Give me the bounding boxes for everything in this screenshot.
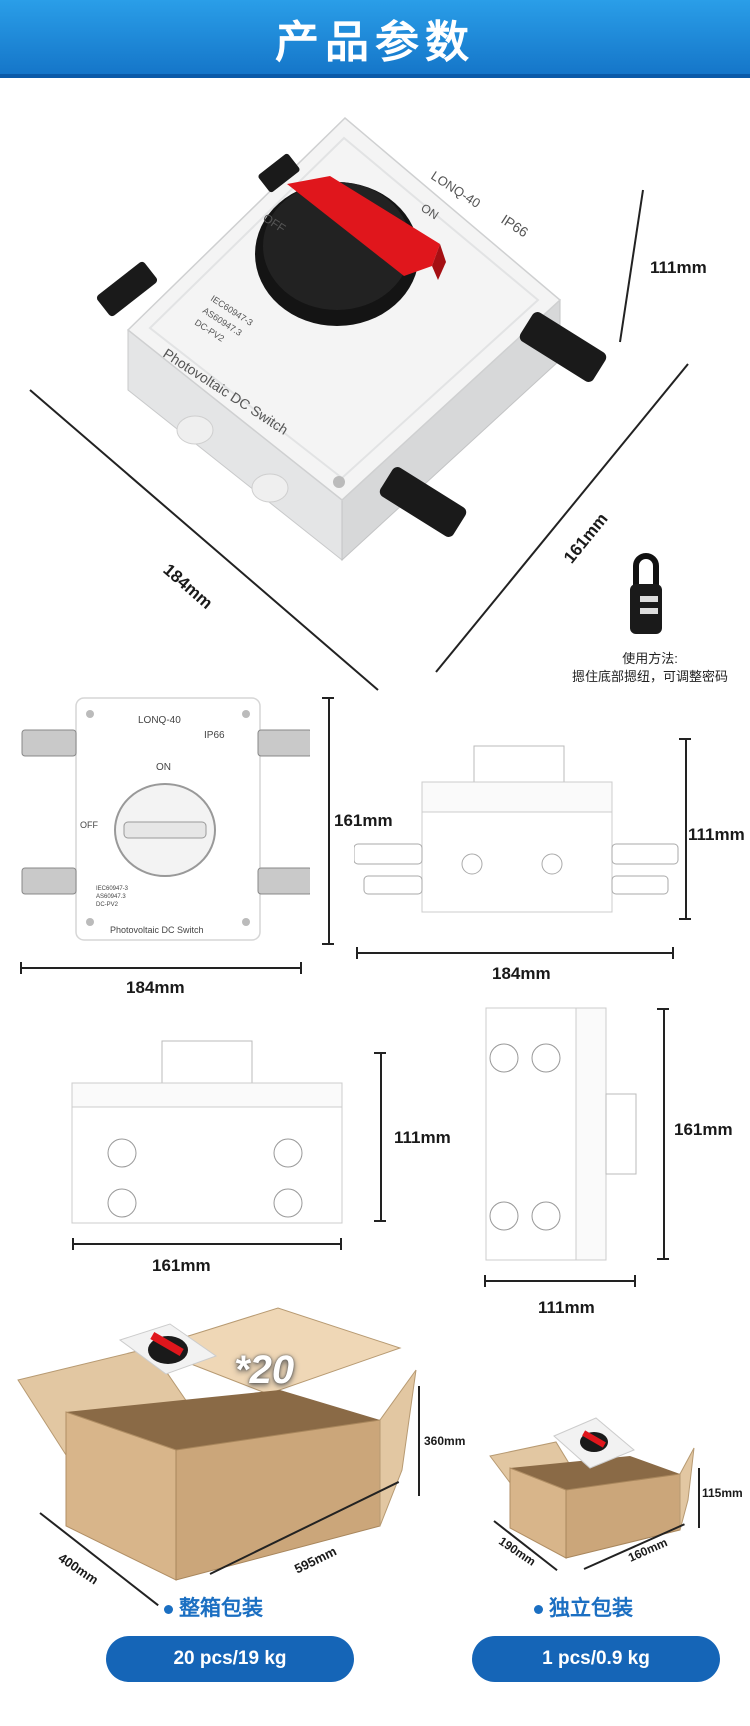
side-height-tick-bottom <box>679 918 691 920</box>
side-view-image <box>354 745 679 913</box>
header-banner: 产品参数 <box>0 0 750 78</box>
front-ip-text: IP66 <box>204 730 225 741</box>
front-view-image: LONQ-40 IP66 ON OFF IEC60947-3 AS60947.3… <box>21 697 310 941</box>
front-standard-2: AS60947.3 <box>96 894 126 900</box>
end-view-image <box>71 1040 343 1224</box>
top-width-line <box>484 1280 636 1282</box>
single-box-spec-pill: 1 pcs/0.9 kg <box>472 1636 720 1682</box>
side-width-label: 184mm <box>492 964 551 983</box>
carton-image <box>17 1307 417 1581</box>
carton-spec-pill: 20 pcs/19 kg <box>106 1636 354 1682</box>
side-height-tick-top <box>679 738 691 740</box>
top-height-line <box>663 1008 665 1260</box>
top-width-tick-left <box>484 1275 486 1287</box>
top-height-tick-bottom <box>657 1258 669 1260</box>
single-height-label: 115mm <box>702 1486 743 1500</box>
hero-height-label: 111mm <box>650 258 707 277</box>
front-width-tick-right <box>300 962 302 974</box>
side-width-tick-right <box>672 947 674 959</box>
carton-label-text: 整箱包装 <box>179 1597 263 1620</box>
end-width-line <box>72 1243 342 1245</box>
end-height-label: 111mm <box>394 1128 451 1147</box>
single-box-label-dot <box>534 1604 543 1614</box>
lock-note-line1: 使用方法: <box>622 651 678 666</box>
single-box-label-text: 独立包装 <box>549 1597 633 1620</box>
front-on-text: ON <box>156 762 171 773</box>
front-height-tick-bottom <box>322 943 334 945</box>
top-width-label: 111mm <box>538 1298 595 1317</box>
end-width-label: 161mm <box>152 1256 211 1275</box>
carton-label-dot <box>164 1604 173 1614</box>
single-box-label: 独立包装 <box>534 1592 633 1622</box>
front-height-tick-top <box>322 697 334 699</box>
front-height-label: 161mm <box>334 811 393 830</box>
side-width-line <box>356 952 674 954</box>
carton-label: 整箱包装 <box>164 1592 263 1622</box>
front-off-text: OFF <box>80 820 98 830</box>
hero-ip-text: IP66 <box>498 211 531 240</box>
single-box-image <box>489 1417 695 1559</box>
front-width-label: 184mm <box>126 978 185 997</box>
side-height-label: 111mm <box>688 825 745 844</box>
padlock-image <box>630 553 662 634</box>
lock-note-line2: 摁住底部摁纽，可调整密码 <box>571 669 728 684</box>
top-height-label: 161mm <box>674 1120 733 1139</box>
end-width-tick-left <box>72 1238 74 1250</box>
front-model-text: LONQ-40 <box>138 715 181 726</box>
front-width-tick-left <box>20 962 22 974</box>
carton-height-line <box>418 1386 420 1496</box>
front-product-name: Photovoltaic DC Switch <box>110 925 204 935</box>
carton-height-label: 360mm <box>424 1434 466 1448</box>
lock-usage-note: 使用方法: 摁住底部摁纽，可调整密码 <box>552 650 748 686</box>
side-width-tick-left <box>356 947 358 959</box>
single-height-line <box>698 1468 700 1528</box>
front-width-line <box>20 967 302 969</box>
front-standard-3: DC-PV2 <box>96 902 119 908</box>
page-title: 产品参数 <box>275 18 475 67</box>
top-view-image <box>485 1007 637 1261</box>
hero-switch-image: LONQ-40 IP66 ON OFF IEC60947-3 AS60947.3… <box>29 116 689 691</box>
side-height-line <box>685 738 687 920</box>
front-standard-1: IEC60947-3 <box>96 886 129 892</box>
end-height-tick-bottom <box>374 1220 386 1222</box>
end-height-line <box>380 1052 382 1222</box>
carton-multiplier: *20 <box>234 1348 295 1392</box>
front-height-line <box>328 697 330 945</box>
end-width-tick-right <box>340 1238 342 1250</box>
top-width-tick-right <box>634 1275 636 1287</box>
end-height-tick-top <box>374 1052 386 1054</box>
top-height-tick-top <box>657 1008 669 1010</box>
